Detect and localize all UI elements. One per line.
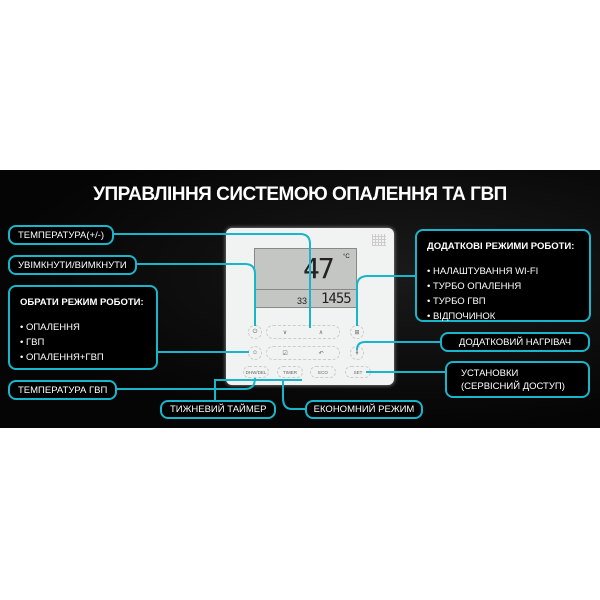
timer-button[interactable]: TIMER (277, 366, 303, 378)
callout-extra: ДОДАТКОВІ РЕЖИМИ РОБОТИ: • НАЛАШТУВАННЯ … (415, 229, 591, 322)
temp-adjust-buttons[interactable]: ∨∧ (266, 325, 340, 339)
dhw-button[interactable]: DHW/DEL (243, 366, 269, 378)
temperature-readout: 47 (303, 252, 335, 285)
mode-icon: ☺ (251, 350, 259, 356)
heater-icon: ⫵ (355, 349, 359, 356)
list-item: • ОПАЛЕННЯ (20, 322, 80, 333)
menu-return-buttons[interactable]: ☑↶ (266, 346, 340, 360)
callout-temperature: ТЕМПЕРАТУРА(+/-) (8, 225, 115, 245)
callout-dhw-temp: ТЕМПЕРАТУРА ГВП (8, 380, 118, 400)
page-title: УПРАВЛІННЯ СИСТЕМОЮ ОПАЛЕННЯ ТА ГВП (93, 184, 507, 205)
menu-icon[interactable]: ☑ (282, 350, 288, 357)
list-item: • НАЛАШТУВАННЯ WI-FI (427, 266, 539, 277)
callout-timer: ТИЖНЕВИЙ ТАЙМЕР (160, 400, 277, 419)
list-item: • ТУРБО ГВП (427, 296, 486, 307)
chevron-up-icon[interactable]: ∧ (318, 329, 324, 336)
eco-button[interactable]: ECO (310, 366, 336, 378)
temperature-unit: °C (343, 254, 350, 260)
mode-title: ОБРАТИ РЕЖИМ РОБОТИ: (20, 297, 144, 308)
callout-mode: ОБРАТИ РЕЖИМ РОБОТИ: • ОПАЛЕННЯ • ГВП • … (8, 285, 158, 370)
list-item: • ГВП (20, 337, 45, 348)
chevron-down-icon[interactable]: ∨ (282, 329, 288, 336)
callout-power: УВІМКНУТИ/ВИМКНУТИ (8, 255, 137, 275)
day-readout: 33 (297, 296, 308, 306)
power-icon: ⏻ (252, 328, 258, 335)
clock-readout: 1455 (321, 291, 352, 307)
callout-heater: ДОДАТКОВИЙ НАГРІВАЧ (440, 332, 590, 352)
callout-eco: ЕКОНОМНИЙ РЕЖИМ (305, 400, 423, 419)
return-icon[interactable]: ↶ (318, 350, 324, 357)
callout-settings: УСТАНОВКИ (СЕРВІСНИЙ ДОСТУП) (445, 361, 590, 398)
grid-icon: ⊞ (354, 329, 360, 336)
speaker-grille (372, 234, 386, 246)
list-item: • ТУРБО ОПАЛЕННЯ (427, 281, 522, 292)
list-item: • ВІДПОЧИНОК (427, 311, 496, 322)
list-item: • ОПАЛЕННЯ+ГВП (20, 352, 104, 363)
extra-title: ДОДАТКОВІ РЕЖИМИ РОБОТИ: (427, 241, 575, 252)
